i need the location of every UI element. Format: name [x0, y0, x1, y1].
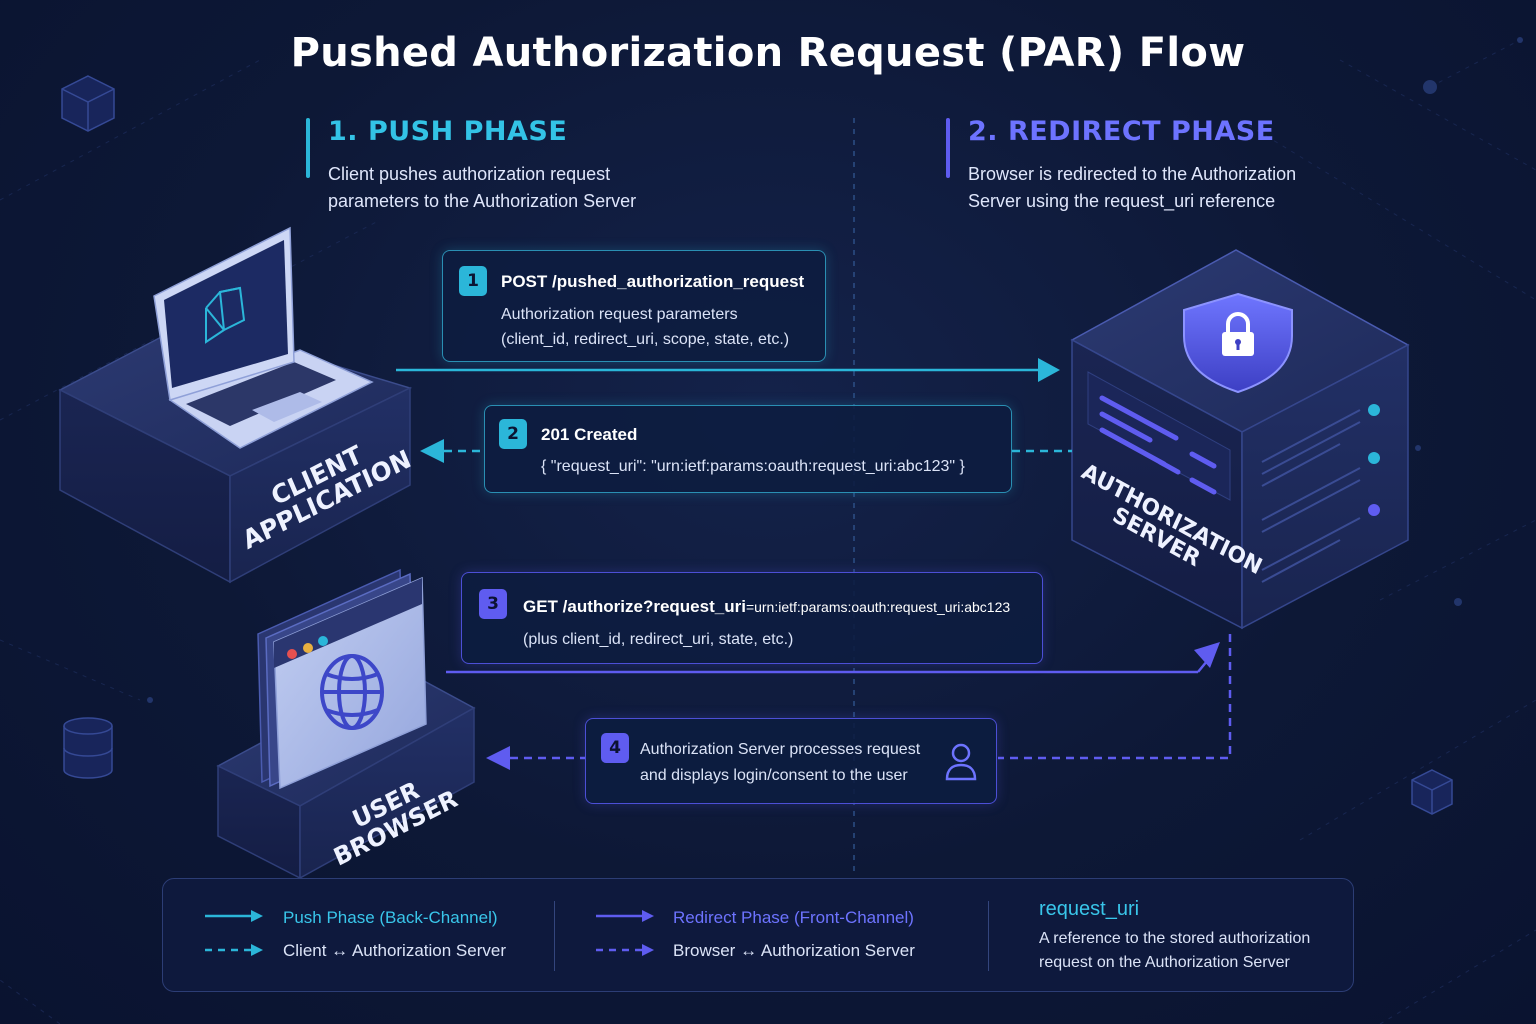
globe-icon — [320, 654, 384, 730]
cube-icon — [1411, 769, 1453, 815]
step-2-line1: { "request_uri": "urn:ietf:params:oauth:… — [541, 458, 965, 475]
push-desc-line2: parameters to the Authorization Server — [328, 191, 637, 211]
push-phase-header: 1. PUSH PHASE Client pushes authorizatio… — [306, 116, 726, 215]
page-title: Pushed Authorization Request (PAR) Flow — [290, 30, 1246, 76]
step-3-card: 3 GET /authorize?request_uri=urn:ietf:pa… — [461, 572, 1043, 664]
legend-dashed-cyan-arrow — [205, 944, 263, 956]
step-2-card: 2 201 Created { "request_uri": "urn:ietf… — [484, 405, 1012, 493]
redirect-desc-line1: Browser is redirected to the Authorizati… — [968, 164, 1297, 184]
step-4-badge: 4 — [601, 733, 629, 763]
legend-redirect-solid-label: Redirect Phase (Front-Channel) — [673, 908, 914, 927]
redirect-phase-accent-bar — [946, 118, 950, 178]
browser-window-icon — [257, 568, 427, 790]
step-1-title: POST /pushed_authorization_request — [501, 272, 805, 291]
redirect-phase-title: 2. REDIRECT PHASE — [968, 116, 1275, 147]
legend-push-dashed-label: Client ↔ Authorization Server — [283, 941, 506, 960]
step-3-line1: (plus client_id, redirect_uri, state, et… — [523, 631, 794, 648]
redirect-phase-description: Browser is redirected to the Authorizati… — [968, 161, 1376, 215]
push-phase-accent-bar — [306, 118, 310, 178]
push-desc-line1: Client pushes authorization request — [328, 164, 611, 184]
cube-icon — [205, 286, 246, 344]
step-1-line2: (client_id, redirect_uri, scope, state, … — [501, 331, 790, 348]
authorization-server-node — [1070, 249, 1410, 630]
shield-lock-icon — [1183, 292, 1293, 394]
step-3-title-suffix: =urn:ietf:params:oauth:request_uri:abc12… — [745, 599, 1011, 615]
laptop-icon — [153, 226, 374, 449]
arrow-step-2 — [420, 439, 1072, 463]
legend-dashed-violet-arrow — [596, 944, 654, 956]
arrow-step-1 — [396, 358, 1060, 382]
step-4-line1: Authorization Server processes request — [640, 741, 921, 758]
step-4-card: 4 Authorization Server processes request… — [585, 718, 997, 804]
arrow-step-3 — [446, 642, 1220, 674]
step-1-card: 1 POST /pushed_authorization_request Aut… — [442, 250, 826, 362]
legend-push-solid-label: Push Phase (Back-Channel) — [283, 908, 498, 927]
user-browser-node — [216, 568, 476, 880]
redirect-phase-header: 2. REDIRECT PHASE Browser is redirected … — [946, 116, 1376, 215]
push-phase-title: 1. PUSH PHASE — [328, 116, 568, 147]
push-phase-description: Client pushes authorization request para… — [328, 161, 726, 215]
step-2-badge: 2 — [499, 419, 527, 449]
legend-redirect-dashed-label: Browser ↔ Authorization Server — [673, 941, 915, 960]
legend-request-uri-description: A reference to the stored authorization … — [1039, 930, 1311, 971]
server-icon — [1087, 371, 1380, 583]
client-application-node — [58, 226, 413, 584]
step-4-line2: and displays login/consent to the user — [640, 767, 908, 784]
legend-request-uri-title: request_uri — [1039, 898, 1140, 920]
step-3-title: GET /authorize?request_uri=urn:ietf:para… — [523, 597, 1010, 617]
step-1-badge: 1 — [459, 266, 487, 296]
legend-divider — [988, 901, 989, 971]
database-icon — [63, 717, 113, 779]
arrow-step-4 — [486, 634, 1232, 770]
legend-solid-violet-arrow — [596, 910, 654, 922]
legend: Push Phase (Back-Channel) Client ↔ Autho… — [162, 878, 1354, 992]
step-1-line1: Authorization request parameters — [501, 306, 738, 323]
step-3-badge: 3 — [479, 589, 507, 619]
redirect-desc-line2: Server using the request_uri reference — [968, 191, 1276, 211]
user-icon — [945, 743, 977, 781]
step-2-title: 201 Created — [541, 425, 638, 444]
legend-solid-cyan-arrow — [205, 910, 263, 922]
cube-icon — [61, 75, 115, 132]
step-3-title-main: GET /authorize?request_uri — [523, 597, 746, 616]
legend-divider — [554, 901, 555, 971]
